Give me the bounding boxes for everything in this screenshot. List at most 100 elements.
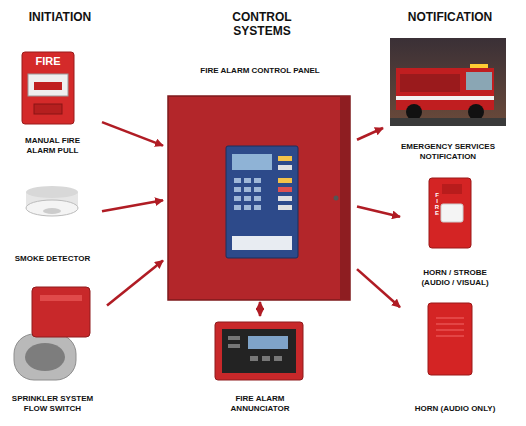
pull-plate: [28, 74, 68, 96]
node-caption: FIRE ALARM CONTROL PANEL: [194, 66, 325, 76]
node-caption: MANUAL FIRE ALARM PULL: [5, 136, 100, 156]
node-caption: SMOKE DETECTOR: [9, 254, 96, 264]
led: [278, 196, 292, 201]
annunciator-icon: [215, 322, 303, 380]
annunciator: FIRE ALARM ANNUNCIATOR: [206, 318, 314, 414]
button: [250, 356, 258, 361]
flow-switch-icon: [14, 287, 90, 380]
button: [228, 344, 240, 348]
node-caption: SPRINKLER SYSTEM FLOW SWITCH: [0, 394, 105, 414]
led: [278, 156, 292, 161]
annunciator-face: [222, 329, 296, 373]
panel-module: [226, 146, 298, 258]
panel-cabinet: [168, 96, 350, 300]
grille-line: [436, 317, 464, 319]
connector-arrow: [357, 269, 400, 307]
notification-device: HORN (AUDIO ONLY): [402, 298, 508, 414]
strobe-grille: [442, 184, 462, 194]
connector-arrow: [102, 200, 163, 211]
column-heading: INITIATION: [12, 10, 108, 24]
grille-line: [436, 335, 464, 337]
pull-lever: [34, 104, 62, 114]
connector-arrow: [259, 302, 262, 316]
smoke-detector-icon: [26, 186, 78, 216]
key: [254, 205, 261, 210]
key: [244, 178, 251, 183]
photo-background: [390, 38, 506, 126]
notification-device: EMERGENCY SERVICES NOTIFICATION: [385, 36, 511, 162]
fire-truck-photo: [390, 38, 506, 126]
truck-stripe: [396, 96, 494, 100]
led: [278, 178, 292, 183]
led: [278, 165, 292, 170]
key: [234, 205, 241, 210]
horn-body: [428, 303, 472, 375]
pipe-clamp: [14, 334, 76, 380]
connector-arrow: [107, 261, 163, 306]
panel-nameplate: [232, 236, 292, 250]
truck-lights: [470, 64, 488, 68]
truck-wheel: [406, 104, 422, 120]
key: [244, 187, 251, 192]
initiation-device: SMOKE DETECTOR: [5, 176, 100, 264]
grille-line: [436, 323, 464, 325]
notification-device: HORN / STROBE (AUDIO / VISUAL): [402, 172, 508, 288]
key: [244, 205, 251, 210]
horn-icon: [428, 303, 472, 375]
detector-center: [43, 208, 61, 214]
truck-body: [396, 68, 494, 110]
key: [234, 187, 241, 192]
pull-handle: [34, 82, 62, 90]
detector-face: [26, 200, 78, 216]
node-caption: HORN / STROBE (AUDIO / VISUAL): [402, 268, 508, 288]
button: [262, 356, 270, 361]
panel-leds: [278, 156, 292, 210]
strobe-body: [429, 178, 471, 248]
key: [254, 196, 261, 201]
initiation-device: SPRINKLER SYSTEM FLOW SWITCH: [0, 284, 105, 414]
annunciator-buttons: [228, 336, 282, 361]
led: [278, 205, 292, 210]
pipe-bore: [25, 343, 65, 371]
truck-wheel: [468, 104, 484, 120]
device-marking: FIRE: [22, 55, 74, 68]
strobe-lens: [441, 204, 463, 222]
node-caption: HORN (AUDIO ONLY): [409, 404, 502, 414]
key: [254, 178, 261, 183]
truck-windshield: [466, 72, 492, 90]
device-marking: FIRE: [430, 192, 440, 216]
horn-strobe-icon: [429, 178, 471, 248]
annunciator-display: [248, 336, 288, 349]
led: [278, 187, 292, 192]
switch-box: [32, 287, 90, 337]
panel-lock: [334, 196, 339, 201]
control-panel: FIRE ALARM CONTROL PANEL: [165, 66, 355, 300]
column-heading: CONTROL SYSTEMS: [210, 10, 314, 38]
key: [234, 196, 241, 201]
panel-display: [232, 154, 272, 170]
pull-station: [22, 52, 74, 124]
key: [244, 196, 251, 201]
pull-body: [22, 52, 74, 124]
button: [228, 336, 240, 340]
connector-arrow: [357, 128, 383, 140]
panel-keypad: [234, 178, 261, 210]
horn-grille: [436, 318, 464, 336]
connector-arrow: [357, 206, 400, 216]
annunciator-body: [215, 322, 303, 380]
connector-arrow: [102, 122, 163, 146]
node-caption: EMERGENCY SERVICES NOTIFICATION: [385, 142, 511, 162]
control-panel-icon: [168, 96, 350, 300]
button: [274, 356, 282, 361]
panel-side: [340, 96, 350, 300]
key: [254, 187, 261, 192]
truck-compartment: [400, 74, 460, 92]
key: [234, 178, 241, 183]
switch-highlight: [40, 295, 82, 301]
column-heading: NOTIFICATION: [390, 10, 510, 24]
detector-top: [26, 186, 78, 198]
grille-line: [436, 329, 464, 331]
